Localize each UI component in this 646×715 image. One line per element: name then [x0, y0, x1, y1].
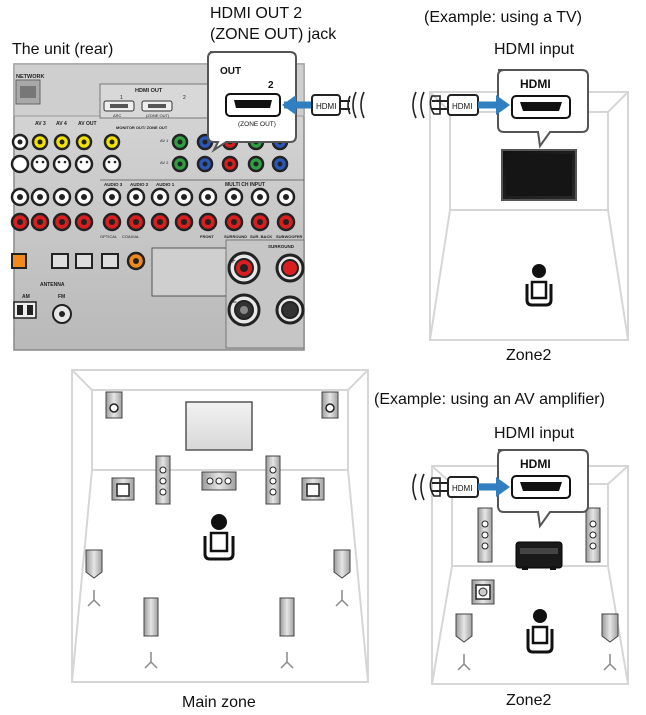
panel-optical-row	[11, 247, 227, 297]
optical-label: OPTICAL	[100, 234, 118, 239]
am-label: AM	[22, 294, 30, 300]
hdmi-cable-tv-side: HDMI	[412, 91, 510, 119]
zone-out-small-label: (ZONE OUT)	[146, 113, 170, 118]
av3-label: AV 3	[35, 121, 46, 127]
jack-label-line1: HDMI OUT 2	[210, 5, 303, 22]
hdmi-out-2-label: 2	[183, 95, 186, 101]
cable-plug-label-2: HDMI	[452, 102, 472, 111]
zone2-top-label: Zone2	[506, 347, 552, 364]
audio1-label: AUDIO 1	[156, 182, 175, 187]
cable-plug-label-1: HDMI	[316, 102, 336, 111]
hdmi-out-1-label: 1	[120, 95, 123, 101]
audio3-label: AUDIO 3	[104, 182, 123, 187]
amp-hdmi-input-callout: HDMI	[497, 449, 589, 529]
unit-rear-label: The unit (rear)	[12, 41, 114, 58]
av2-label: AV 2	[160, 160, 169, 165]
multi-ch-input-label: MULTI CH INPUT	[225, 182, 265, 188]
av-out-label: AV OUT	[78, 121, 97, 127]
callout-out-number: 2	[268, 80, 274, 91]
panel-jacks-row4	[10, 212, 296, 232]
sur-back-label: SUR. BACK	[250, 234, 272, 239]
callout-zone-out: (ZONE OUT)	[238, 121, 276, 128]
panel-jacks-row3	[10, 187, 296, 207]
svg-text:−: −	[230, 295, 237, 309]
zone2-bottom-label: Zone2	[506, 692, 552, 709]
hdmi-input-amp-label: HDMI input	[494, 425, 575, 442]
coaxial-label: COAXIAL	[122, 234, 140, 239]
tv-callout-hdmi: HDMI	[520, 77, 551, 91]
fm-label: FM	[58, 294, 65, 300]
surround-label: SURROUND	[224, 234, 247, 239]
tv-hdmi-input-callout: HDMI	[497, 69, 589, 149]
av4-label: AV 4	[56, 121, 67, 127]
panel-jacks-row1	[11, 133, 289, 151]
hdmi-out-label: HDMI OUT	[135, 88, 163, 94]
audio2-label: AUDIO 2	[130, 182, 149, 187]
av1-label: AV 1	[160, 138, 169, 143]
svg-text:+: +	[230, 256, 236, 267]
hdmi-input-tv-label: HDMI input	[494, 41, 575, 58]
example-amp-label: (Example: using an AV amplifier)	[374, 391, 605, 408]
network-label: NETWORK	[16, 74, 44, 80]
antenna-label: ANTENNA	[40, 282, 65, 288]
hdmi-cable-amp-side: HDMI	[412, 473, 510, 501]
example-tv-label: (Example: using a TV)	[424, 9, 582, 26]
arc-label: ARC	[113, 113, 122, 118]
main-zone-room	[71, 369, 369, 683]
subwoofer-label: SUBWOOFER	[276, 234, 303, 239]
panel-jacks-row2	[10, 154, 289, 174]
zone2-amp-room	[431, 465, 629, 685]
amp-callout-hdmi: HDMI	[520, 457, 551, 471]
zone-out-callout: OUT 2 (ZONE OUT)	[207, 51, 297, 153]
monitor-out-label: MONITOR OUT/ ZONE OUT	[116, 125, 168, 130]
front-label: FRONT	[200, 234, 214, 239]
hdmi-cable-unit-side: HDMI	[282, 91, 365, 119]
surround-big-label: SURROUND	[268, 244, 295, 249]
zone2-tv-room	[429, 91, 629, 341]
main-zone-label: Main zone	[182, 694, 256, 711]
callout-out-label: OUT	[220, 66, 241, 77]
jack-label-line2: (ZONE OUT) jack	[210, 26, 337, 43]
cable-plug-label-3: HDMI	[452, 484, 472, 493]
